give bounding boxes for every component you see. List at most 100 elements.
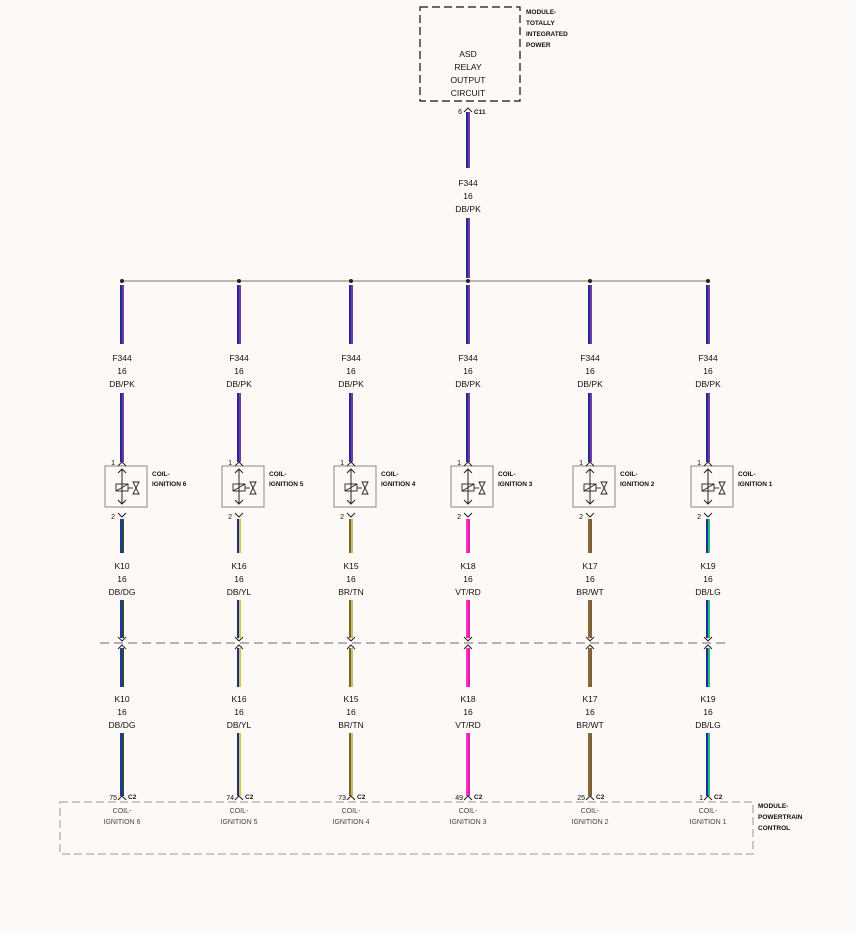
coil-name-line: IGNITION 5: [269, 481, 304, 488]
coil-pin-bottom: 2: [228, 514, 232, 521]
wire-color-label: DB/YL: [227, 720, 252, 730]
coil-core: [583, 483, 597, 492]
spark-gap-icon: [478, 486, 486, 495]
pcm-input-label: IGNITION 3: [450, 819, 487, 826]
pcm-connector-chevron: [346, 795, 356, 801]
coil-feed-wire-lower: [588, 393, 592, 462]
coil-arrow-icon: [234, 499, 244, 505]
coil-body: [450, 465, 494, 508]
splice-node: [466, 279, 470, 283]
wire-color-label: DB/DG: [109, 720, 136, 730]
wire-gauge-label: 16: [585, 574, 595, 584]
wire-gauge-label: 16: [346, 574, 356, 584]
wire-circuit-label: K17: [582, 694, 597, 704]
wire-color-label: DB/PK: [455, 204, 481, 214]
inline-connector-chevron: [117, 636, 127, 642]
wire-gauge-label: 16: [703, 707, 713, 717]
coil-pin-chevron: [463, 461, 473, 467]
wire-color-label: VT/RD: [455, 587, 481, 597]
coil-output-wire-upper: [349, 519, 353, 553]
pcm-input-label: COIL-: [230, 808, 249, 815]
pcm-connector-id: C2: [474, 794, 483, 801]
pcm-input-label: IGNITION 1: [690, 819, 727, 826]
coil-output-wire-lower: [349, 600, 353, 638]
coil-pin-chevron: [585, 512, 595, 518]
coil-core: [461, 483, 475, 492]
splice-node: [237, 279, 241, 283]
spark-gap-icon: [718, 486, 726, 495]
inline-connector-chevron: [463, 636, 473, 642]
coil-body: [572, 465, 616, 508]
inline-connector-chevron: [234, 636, 244, 642]
pcm-wire-lower: [706, 733, 710, 796]
coil-feed-wire-upper: [588, 285, 592, 344]
splice-node: [349, 279, 353, 283]
wire-color-label: BR/WT: [576, 720, 603, 730]
coil-pin-bottom: 2: [457, 514, 461, 521]
wire-circuit-label: F344: [229, 353, 249, 363]
coil-name-line: COIL-: [269, 471, 287, 478]
pcm-wire-upper: [466, 648, 470, 687]
coil-arrow-icon: [463, 468, 473, 474]
coil-pin-bottom: 2: [111, 514, 115, 521]
pcm-wire-upper: [237, 648, 241, 687]
pcm-pin-number: 49: [455, 795, 463, 802]
pcm-pin-number: 75: [109, 795, 117, 802]
pcm-pin-number: 74: [226, 795, 234, 802]
wire-color-label: BR/TN: [338, 587, 364, 597]
coil-core: [344, 483, 358, 492]
coil-pin-chevron: [346, 461, 356, 467]
wire-color-label: DB/PK: [695, 379, 721, 389]
coil-arrow-icon: [117, 499, 127, 505]
module-boundary: [419, 6, 521, 102]
wire-circuit-label: K16: [231, 694, 246, 704]
c11-connector-icon: [463, 107, 473, 113]
wire-gauge-label: 16: [463, 191, 473, 201]
wire-circuit-label: K15: [343, 561, 358, 571]
coil-arrow-icon: [117, 468, 127, 474]
wire-color-label: DB/PK: [577, 379, 603, 389]
coil-pin-chevron: [703, 461, 713, 467]
coil-feed-wire-upper: [120, 285, 124, 344]
pcm-connector-id: C2: [596, 794, 605, 801]
spark-gap-icon: [600, 481, 608, 490]
coil-pin-top: 1: [579, 460, 583, 467]
splice-node: [706, 279, 710, 283]
pcm-input-label: COIL-: [459, 808, 478, 815]
coil-arrow-icon: [463, 499, 473, 505]
wire-gauge-label: 16: [117, 366, 127, 376]
coil-feed-wire-upper: [706, 285, 710, 344]
coil-output-wire-lower: [120, 600, 124, 638]
wire-gauge-label: 16: [703, 574, 713, 584]
module-name-line: POWER: [526, 42, 551, 49]
inline-connector-chevron: [703, 636, 713, 642]
pcm-input-label: IGNITION 2: [572, 819, 609, 826]
coil-core: [232, 483, 246, 492]
wire-circuit-label: K10: [114, 694, 129, 704]
coil-output-wire-upper: [237, 519, 241, 553]
coil-arrow-icon: [346, 468, 356, 474]
pcm-wire-lower: [588, 733, 592, 796]
pcm-connector-id: C2: [245, 794, 254, 801]
coil-core-diag: [701, 483, 715, 492]
module-name-line: POWERTRAIN: [758, 814, 803, 821]
wire-gauge-label: 16: [346, 707, 356, 717]
wire-circuit-label: K18: [460, 694, 475, 704]
wire-circuit-label: K19: [700, 561, 715, 571]
wire-circuit-label: F344: [580, 353, 600, 363]
coil-pin-bottom: 2: [697, 514, 701, 521]
coil-output-wire-upper: [120, 519, 124, 553]
